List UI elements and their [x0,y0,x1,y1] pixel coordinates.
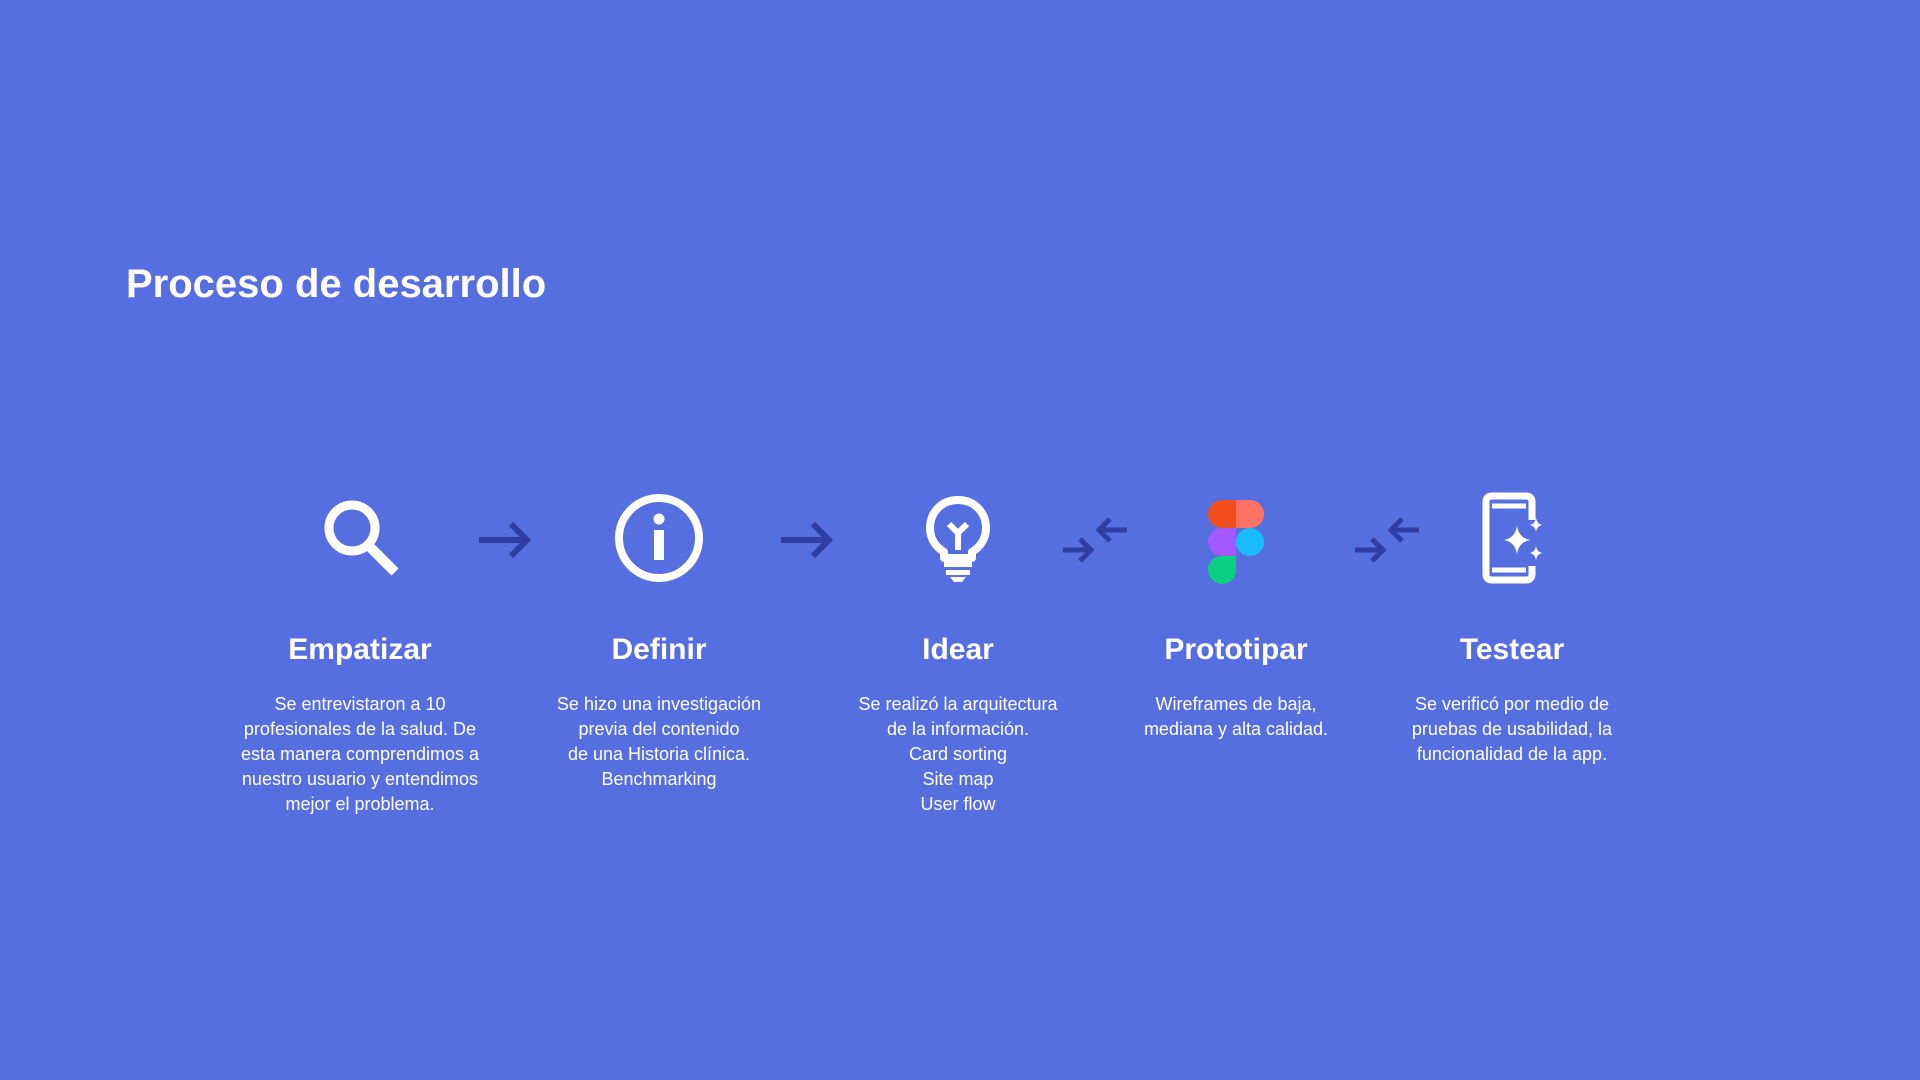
arrow-right-icon [465,510,545,570]
mobile-sparkle-icon [1462,488,1562,588]
step-description: Wireframes de baja, mediana y alta calid… [1143,694,1329,739]
step-testear: Testear Se verificó por medio de pruebas… [1362,488,1662,767]
step-description: Se realizó la arquitectura de la informa… [858,694,1058,814]
step-empatizar: Empatizar Se entrevistaron a 10 profesio… [210,488,510,817]
page-title: Proceso de desarrollo [126,262,547,306]
step-description: Se hizo una investigación previa del con… [556,694,762,789]
lightbulb-icon [908,488,1008,588]
search-icon [310,488,410,588]
step-description: Se verificó por medio de pruebas de usab… [1411,694,1613,764]
step-title: Empatizar [288,633,432,666]
step-title: Prototipar [1164,633,1308,666]
info-icon [609,488,709,588]
figma-icon [1186,488,1286,588]
step-idear: Idear Se realizó la arquitectura de la i… [808,488,1108,817]
step-prototipar: Prototipar Wireframes de baja, mediana y… [1086,488,1386,742]
step-title: Testear [1459,633,1565,666]
step-title: Definir [611,633,707,666]
arrows-converge-icon [1055,510,1135,570]
step-title: Idear [922,633,994,666]
arrow-right-icon [767,510,847,570]
step-description: Se entrevistaron a 10 profesionales de l… [240,694,480,814]
arrows-converge-icon [1347,510,1427,570]
step-definir: Definir Se hizo una investigación previa… [509,488,809,792]
